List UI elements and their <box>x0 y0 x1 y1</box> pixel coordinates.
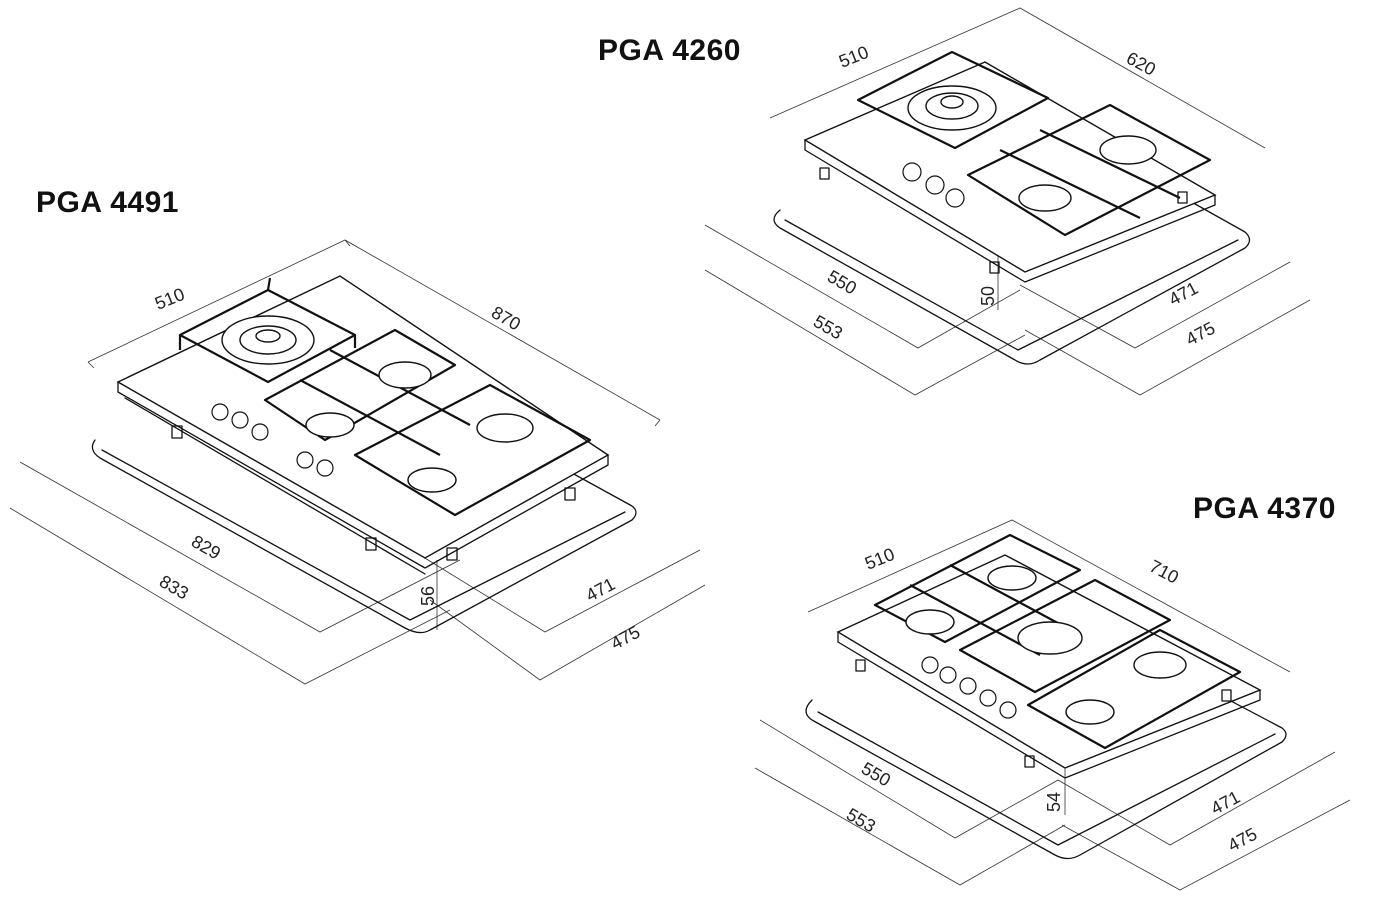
burner <box>1017 621 1083 655</box>
foot <box>819 167 830 180</box>
control-knobs <box>211 403 334 477</box>
foot <box>855 659 866 672</box>
burner <box>1018 184 1072 212</box>
burners <box>221 315 534 493</box>
dim-cut-depth-inner: 471 <box>582 574 618 606</box>
dim-depth: 510 <box>152 284 187 314</box>
dim-cut-width-outer: 553 <box>810 311 846 343</box>
burner <box>407 467 457 493</box>
dim-cut-depth-outer: 475 <box>1224 824 1260 856</box>
dim-height: 54 <box>1044 792 1064 812</box>
foot <box>446 547 458 561</box>
control-knobs <box>902 162 965 208</box>
model-title: PGA 4260 <box>598 34 741 67</box>
dim-width: 620 <box>1123 48 1159 80</box>
foot <box>1221 689 1232 702</box>
dim-width: 870 <box>488 302 524 334</box>
dim-height: 50 <box>978 286 998 306</box>
burner <box>905 609 955 635</box>
control-knobs <box>921 656 1017 719</box>
pan-supports <box>178 277 592 517</box>
foot <box>1024 755 1035 768</box>
burner <box>1065 699 1115 725</box>
dim-cut-depth-inner: 471 <box>1165 278 1201 310</box>
dimension-lines <box>704 7 1311 396</box>
model-title: PGA 4370 <box>1193 492 1336 525</box>
dim-cut-width-inner: 550 <box>824 266 860 298</box>
burner <box>378 361 432 389</box>
glass-top <box>803 61 1217 273</box>
model-title: PGA 4491 <box>36 186 179 219</box>
burner <box>1099 135 1157 165</box>
burner <box>987 565 1037 591</box>
dim-cut-depth-outer: 475 <box>607 622 643 654</box>
foot <box>171 425 183 439</box>
foot <box>365 537 377 551</box>
dim-depth: 510 <box>862 544 897 574</box>
burner <box>1133 651 1187 679</box>
dim-depth: 510 <box>836 42 871 72</box>
dim-height: 56 <box>418 586 438 606</box>
pan-supports <box>856 50 1212 237</box>
dim-cut-depth-inner: 471 <box>1207 787 1243 819</box>
model-pga4260: PGA 4260 <box>598 7 1311 396</box>
model-pga4370: PGA 4370 <box>754 492 1351 891</box>
dim-cut-width-inner: 829 <box>188 531 224 563</box>
burners <box>905 565 1187 725</box>
foot <box>989 261 1000 274</box>
burner <box>305 412 355 438</box>
cutout-outline <box>91 339 637 634</box>
dim-cut-depth-outer: 475 <box>1182 318 1218 350</box>
foot <box>564 487 576 501</box>
burners <box>907 85 1157 212</box>
dimension-lines <box>9 239 706 685</box>
dim-cut-width-outer: 553 <box>843 804 879 836</box>
cutout-outline <box>773 99 1251 365</box>
model-pga4491: PGA 4491 <box>9 186 706 685</box>
cutout-outline <box>805 599 1287 860</box>
burner <box>476 413 534 443</box>
dim-width: 710 <box>1146 556 1182 588</box>
